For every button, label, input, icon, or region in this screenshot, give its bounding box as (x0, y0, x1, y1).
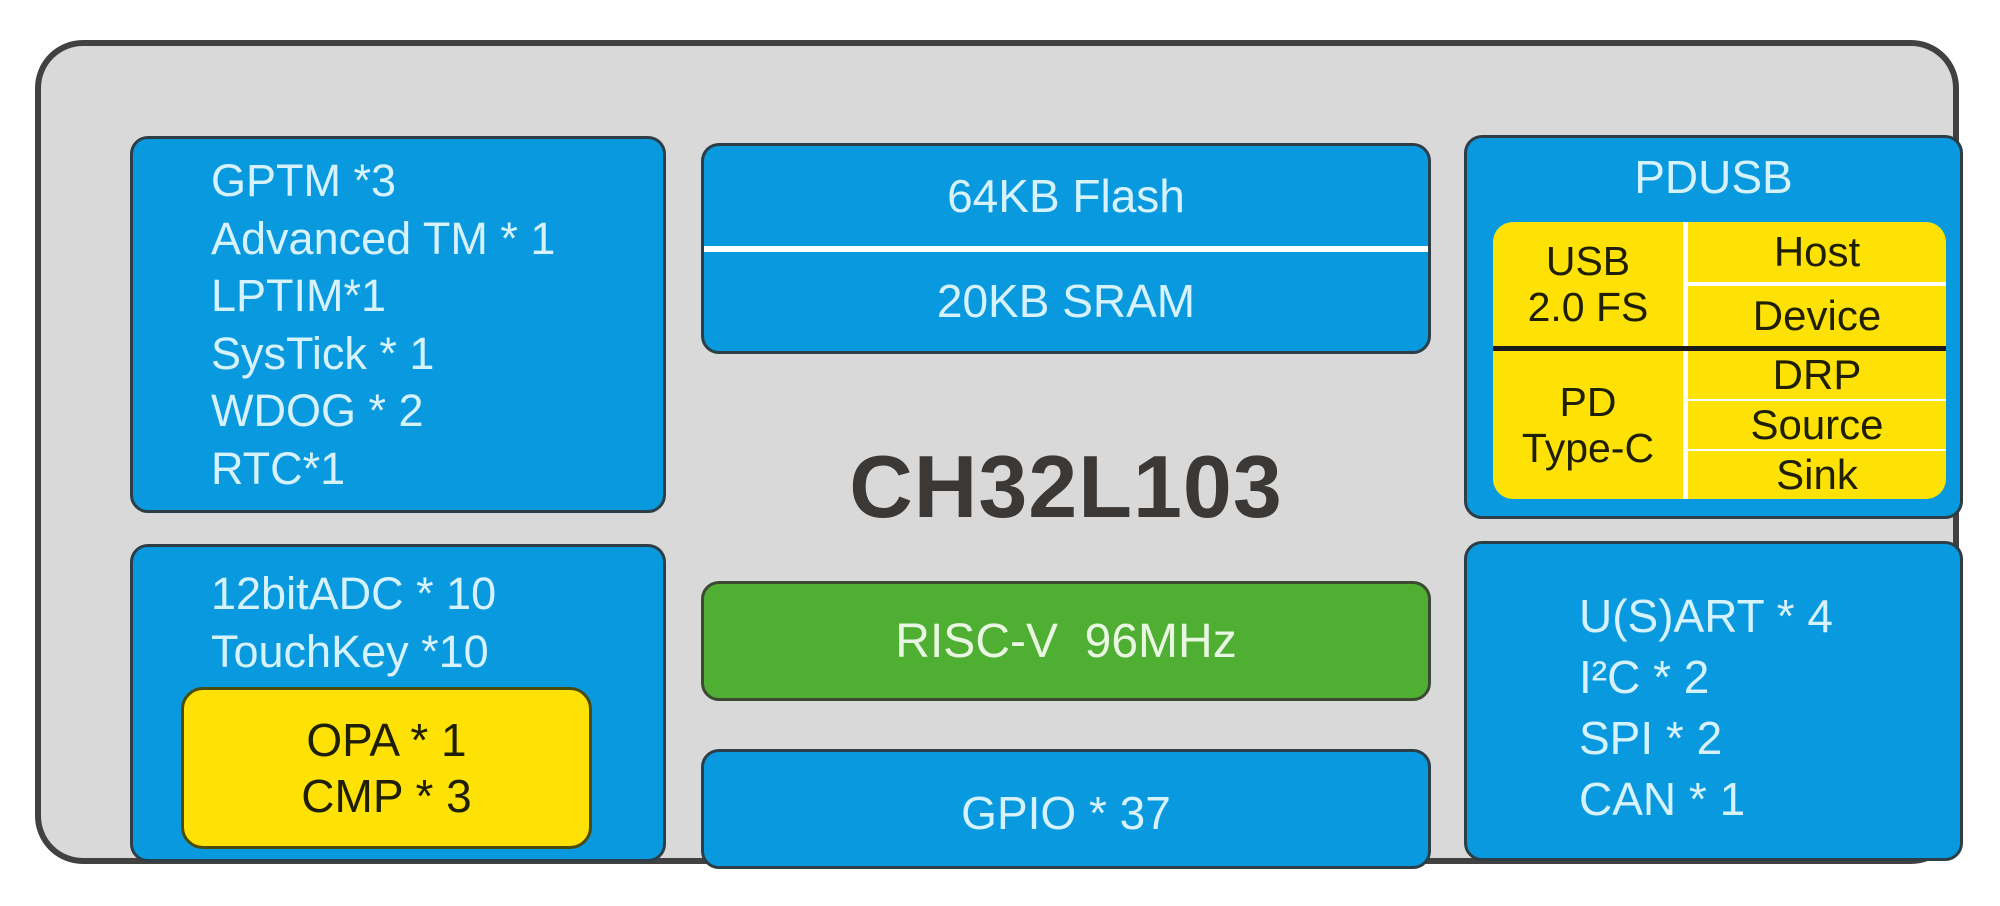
comms-item: U(S)ART * 4 (1579, 590, 1833, 642)
comms-item: CAN * 1 (1579, 773, 1746, 825)
pdusb-title: PDUSB (1634, 151, 1793, 203)
mode-divider (1688, 282, 1946, 287)
pd-mode-sink: Sink (1688, 451, 1946, 499)
opa-label: OPA * 1 (306, 714, 467, 766)
pd-label-line2: Type-C (1521, 425, 1655, 471)
timer-item: Advanced TM * 1 (211, 212, 556, 264)
analog-item: TouchKey *10 (211, 626, 489, 677)
comms-block: U(S)ART * 4 I²C * 2 SPI * 2 CAN * 1 (1464, 541, 1963, 861)
pd-label-line1: PD (1559, 379, 1617, 425)
cmp-label: CMP * 3 (301, 770, 472, 822)
sram-label: 20KB SRAM (936, 275, 1196, 328)
analog-block: 12bitADC * 10 TouchKey *10 OPA * 1 CMP *… (130, 544, 666, 862)
pd-mode-drp: DRP (1688, 351, 1946, 399)
mode-divider (1688, 399, 1946, 401)
pd-mode-sink-label: Sink (1776, 451, 1858, 498)
usb-modes-cell: Host Device (1688, 222, 1946, 346)
cpu-core-label: RISC-V 96MHz (895, 614, 1237, 668)
flash-section: 64KB Flash (704, 146, 1428, 246)
gpio-label: GPIO * 37 (961, 787, 1171, 839)
pd-label-cell: PD Type-C (1493, 351, 1683, 499)
table-vertical-divider (1683, 222, 1688, 347)
timer-item: SysTick * 1 (211, 327, 435, 379)
gpio-block: GPIO * 37 (701, 749, 1431, 869)
usb-mode-device: Device (1688, 286, 1946, 346)
pd-modes-cell: DRP Source Sink (1688, 351, 1946, 499)
memory-block: 64KB Flash 20KB SRAM (701, 143, 1431, 354)
pdusb-table: USB 2.0 FS Host Device (1493, 222, 1946, 499)
usb-mode-device-label: Device (1752, 292, 1882, 340)
flash-label: 64KB Flash (947, 169, 1185, 222)
table-vertical-divider (1683, 351, 1688, 499)
pd-mode-source: Source (1688, 401, 1946, 449)
cpu-core-block: RISC-V 96MHz (701, 581, 1431, 701)
timer-item: GPTM *3 (211, 155, 397, 206)
sram-section: 20KB SRAM (704, 252, 1428, 352)
comms-item: I²C * 2 (1579, 651, 1710, 703)
usb-mode-host: Host (1688, 222, 1946, 282)
memory-divider (704, 245, 1428, 252)
mode-divider (1688, 449, 1946, 451)
pdusb-block: PDUSB USB 2.0 FS Host Device (1464, 135, 1963, 519)
opa-cmp-block: OPA * 1 CMP * 3 (181, 687, 592, 849)
usb-mode-host-label: Host (1773, 228, 1861, 276)
usb-row: USB 2.0 FS Host Device (1493, 222, 1946, 347)
timer-item: LPTIM*1 (211, 270, 387, 321)
pd-mode-drp-label: DRP (1772, 351, 1862, 398)
timer-item: RTC*1 (211, 442, 346, 494)
chip-title: CH32L103 (849, 437, 1283, 536)
timers-block: GPTM *3 Advanced TM * 1 LPTIM*1 SysTick … (130, 136, 666, 513)
pd-mode-source-label: Source (1750, 401, 1884, 448)
usb-label-line2: 2.0 FS (1527, 284, 1649, 331)
table-horizontal-divider (1493, 346, 1946, 351)
pd-row: PD Type-C DRP Source S (1493, 351, 1946, 499)
timer-item: WDOG * 2 (211, 385, 424, 436)
usb-label-line1: USB (1545, 238, 1631, 285)
chip-outline: GPTM *3 Advanced TM * 1 LPTIM*1 SysTick … (35, 40, 1963, 869)
analog-item: 12bitADC * 10 (211, 568, 497, 619)
usb-label-cell: USB 2.0 FS (1493, 222, 1683, 346)
comms-item: SPI * 2 (1579, 712, 1723, 764)
